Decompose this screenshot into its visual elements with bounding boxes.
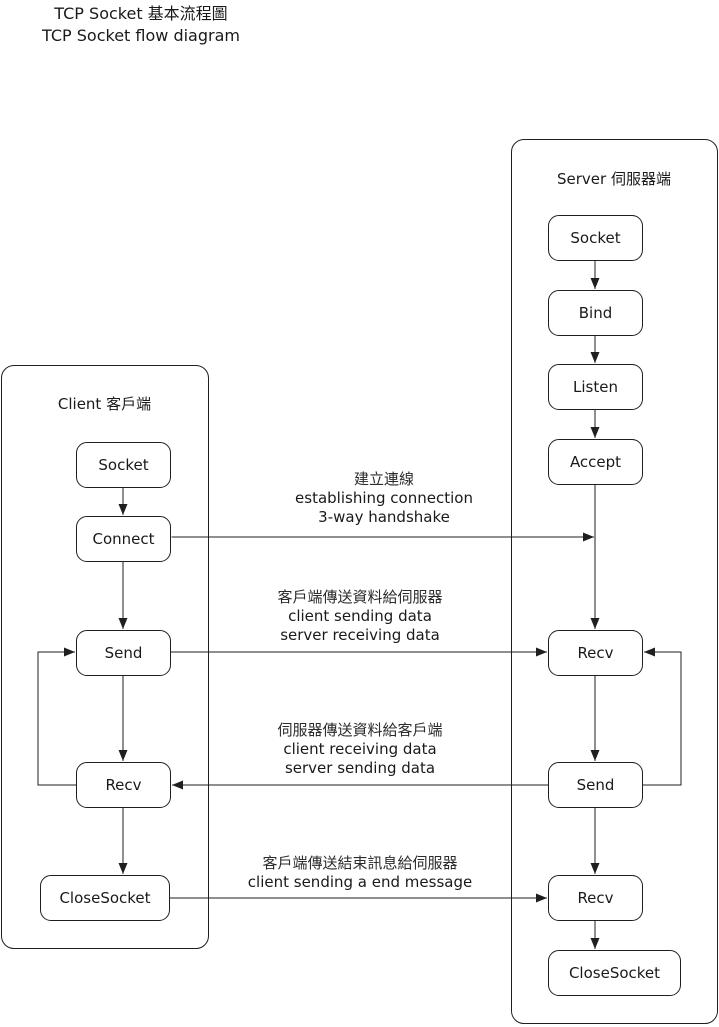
label-client-to-server-en2: server receiving data	[280, 626, 440, 644]
node-server-recv1: Recv	[548, 630, 643, 676]
node-client-closesocket: CloseSocket	[40, 875, 170, 921]
node-client-recv: Recv	[76, 762, 171, 808]
node-server-listen: Listen	[548, 364, 643, 410]
diagram-title-zh: TCP Socket 基本流程圖	[54, 4, 228, 23]
node-server-send: Send	[548, 762, 643, 808]
label-server-to-client-en2: server sending data	[284, 759, 436, 777]
label-client-to-server: 客戶端傳送資料給伺服器 client sending data server r…	[190, 588, 530, 645]
label-handshake-en2: 3-way handshake	[318, 508, 450, 526]
diagram-title: TCP Socket 基本流程圖 TCP Socket flow diagram	[11, 3, 271, 47]
client-group-header: Client 客戶端	[57, 395, 152, 413]
node-server-closesocket: CloseSocket	[548, 950, 681, 996]
label-server-to-client-zh: 伺服器傳送資料給客戶端	[277, 721, 443, 739]
label-client-to-server-en1: client sending data	[288, 607, 432, 625]
label-handshake: 建立連線 establishing connection 3-way hands…	[214, 470, 554, 527]
node-client-socket: Socket	[76, 442, 171, 488]
node-server-recv2: Recv	[548, 875, 643, 921]
label-server-to-client: 伺服器傳送資料給客戶端 client receiving data server…	[190, 721, 530, 778]
client-recv-to-send-loop	[37, 647, 76, 786]
label-end-message-en1: client sending a end message	[247, 873, 473, 891]
server-send-to-recv-loop	[643, 647, 682, 786]
label-handshake-zh: 建立連線	[353, 470, 414, 488]
server-group-box	[511, 139, 718, 1024]
label-handshake-en1: establishing connection	[295, 489, 473, 507]
node-server-accept: Accept	[548, 439, 643, 485]
node-client-connect: Connect	[76, 516, 171, 562]
client-group-box	[1, 365, 209, 949]
label-end-message: 客戶端傳送結束訊息給伺服器 client sending a end messa…	[190, 854, 530, 892]
diagram-title-en: TCP Socket flow diagram	[42, 26, 240, 45]
node-server-socket: Socket	[548, 215, 643, 261]
label-server-to-client-en1: client receiving data	[283, 740, 437, 758]
label-client-to-server-zh: 客戶端傳送資料給伺服器	[277, 588, 443, 606]
node-server-bind: Bind	[548, 290, 643, 336]
server-group-header: Server 伺服器端	[557, 170, 671, 188]
label-end-message-zh: 客戶端傳送結束訊息給伺服器	[262, 854, 458, 872]
node-client-send: Send	[76, 630, 171, 676]
